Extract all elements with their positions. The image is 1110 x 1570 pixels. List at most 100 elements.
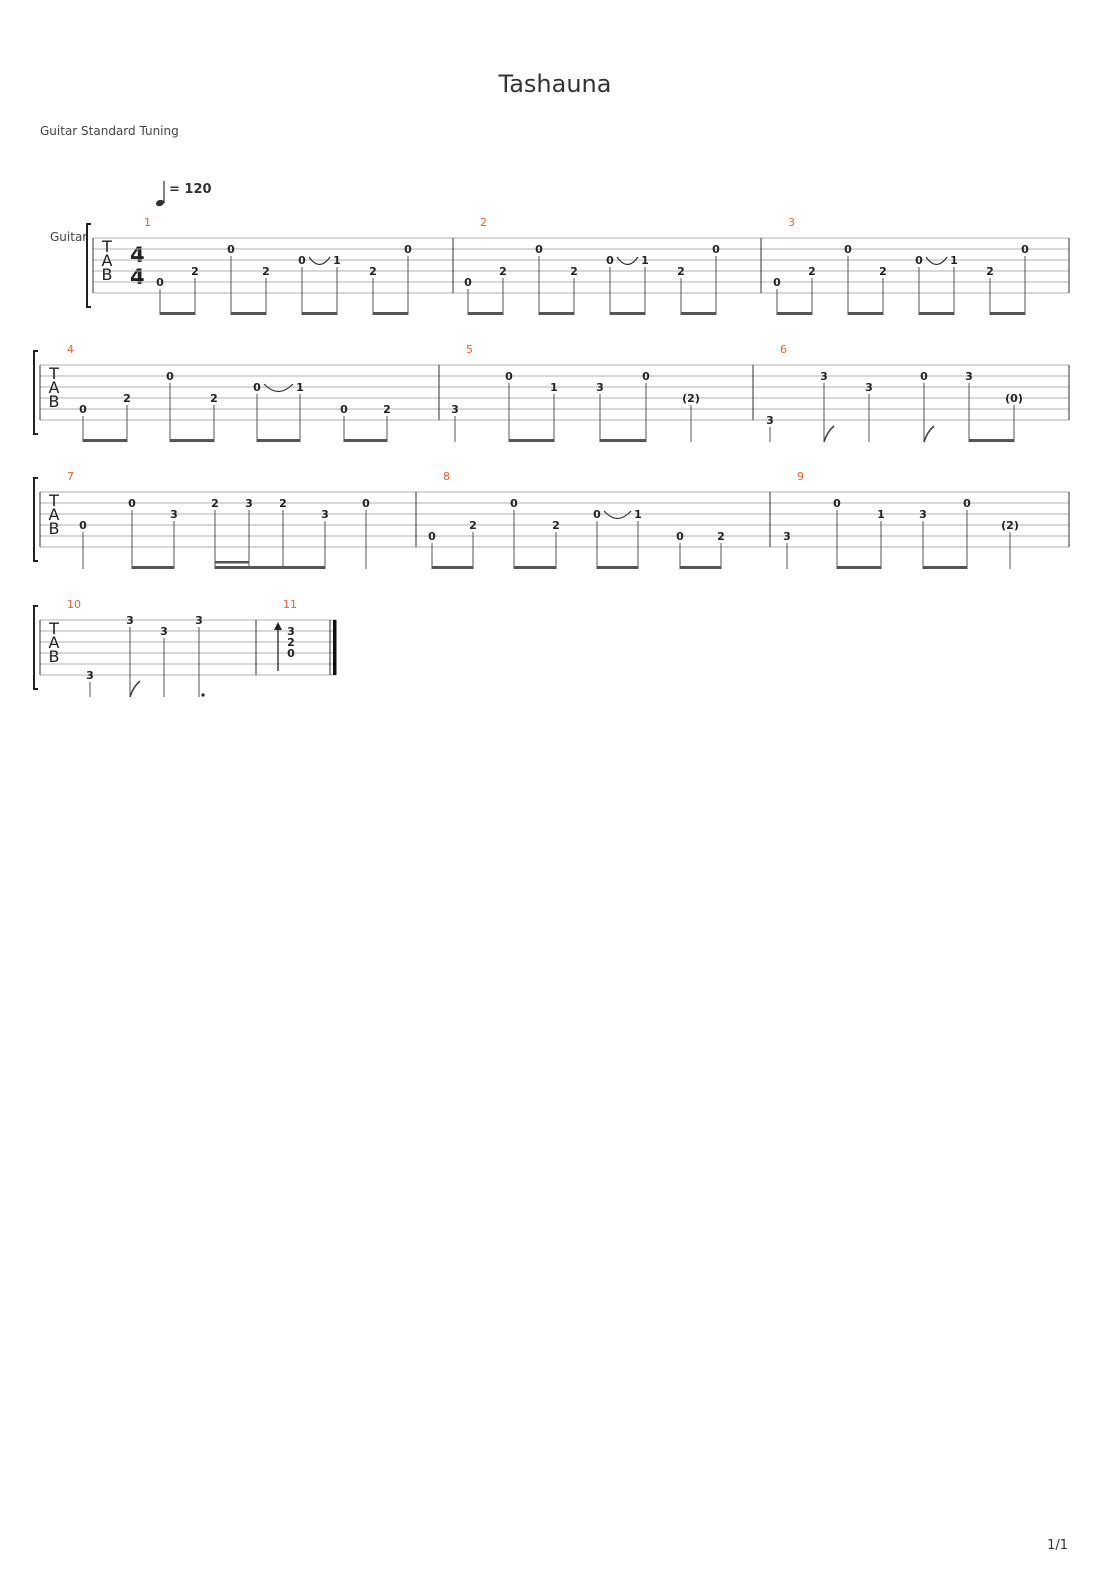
fret-number: 3 (126, 614, 134, 627)
beam (170, 439, 214, 442)
beam (919, 312, 954, 315)
fret-number: 0 (535, 243, 543, 256)
fret-number: 0 (642, 370, 650, 383)
beam (215, 566, 283, 569)
beam (132, 566, 174, 569)
beam (160, 312, 195, 315)
tab-clef-letter: T (48, 491, 59, 510)
fret-number: 0 (712, 243, 720, 256)
fret-number: 3 (783, 530, 791, 543)
tab-clef-letter: B (49, 519, 60, 538)
system-bracket (33, 605, 38, 690)
fret-number: 0 (156, 276, 164, 289)
note-flag (923, 425, 935, 443)
system-bracket (33, 477, 38, 562)
fret-number: 0 (362, 497, 370, 510)
measure-number: 5 (466, 343, 473, 356)
measure-number: 1 (144, 216, 151, 229)
fret-number: 0 (428, 530, 436, 543)
tempo-marking: = 120 (155, 181, 212, 207)
measure-number: 8 (443, 470, 450, 483)
page-number: 1/1 (1047, 1538, 1068, 1553)
rhythm-dot (201, 693, 205, 697)
fret-number: 3 (451, 403, 459, 416)
fret-number: 3 (195, 614, 203, 627)
fret-number: 0 (340, 403, 348, 416)
fret-number: 0 (79, 403, 87, 416)
tab-clef-letter: T (101, 237, 112, 256)
beam (680, 566, 721, 569)
fret-number: 2 (808, 265, 816, 278)
fret-number: 0 (253, 381, 261, 394)
measure-number: 4 (67, 343, 74, 356)
beam (777, 312, 812, 315)
measure-number: 3 (788, 216, 795, 229)
fret-number: 2 (552, 519, 560, 532)
beam-sixteenth (215, 561, 249, 564)
fret-number: 3 (245, 497, 253, 510)
beam (432, 566, 473, 569)
fret-number: 0 (298, 254, 306, 267)
final-barline-thick (333, 620, 337, 675)
fret-number: 1 (877, 508, 885, 521)
fret-number: 0 (128, 497, 136, 510)
fret-number: 0 (1021, 243, 1029, 256)
beam (509, 439, 554, 442)
fret-number: 3 (287, 625, 295, 638)
fret-number: 2 (287, 636, 295, 649)
measure-number: 10 (67, 598, 81, 611)
beam (83, 439, 127, 442)
fret-number: 3 (965, 370, 973, 383)
beam (468, 312, 503, 315)
fret-number: 2 (717, 530, 725, 543)
fret-number: 3 (766, 414, 774, 427)
fret-number: 1 (641, 254, 649, 267)
tab-clef-letter: A (49, 505, 60, 524)
fret-number: 0 (227, 243, 235, 256)
fret-number: 1 (634, 508, 642, 521)
beam (514, 566, 556, 569)
fret-number: 1 (550, 381, 558, 394)
tempo-label: = 120 (169, 182, 212, 197)
system-bracket (33, 350, 38, 435)
tie-arc (603, 510, 632, 520)
beam (257, 439, 300, 442)
fret-number: 2 (262, 265, 270, 278)
strum-arrow-head (274, 622, 282, 630)
fret-number: 3 (321, 508, 329, 521)
fret-number: 2 (677, 265, 685, 278)
fret-number: 0 (166, 370, 174, 383)
fret-number: (0) (1005, 392, 1023, 405)
fret-number: 0 (404, 243, 412, 256)
tuning-label: Guitar Standard Tuning (40, 124, 179, 138)
beam (283, 566, 325, 569)
fret-number: 1 (333, 254, 341, 267)
fret-number: 1 (950, 254, 958, 267)
fret-number: 2 (123, 392, 131, 405)
tab-clef-letter: B (102, 265, 113, 284)
tab-clef-letter: B (49, 647, 60, 666)
fret-number: (2) (682, 392, 700, 405)
note-flag (129, 680, 141, 698)
fret-number: 0 (773, 276, 781, 289)
time-signature-denominator: 4 (130, 265, 145, 289)
tab-clef-letter: B (49, 392, 60, 411)
fret-number: 0 (844, 243, 852, 256)
tie-arc (616, 256, 639, 266)
beam (302, 312, 337, 315)
tab-clef-letter: A (49, 633, 60, 652)
measure-number: 7 (67, 470, 74, 483)
beam (539, 312, 574, 315)
fret-number: 3 (170, 508, 178, 521)
fret-number: 3 (596, 381, 604, 394)
fret-number: 0 (915, 254, 923, 267)
fret-number: (2) (1001, 519, 1019, 532)
measure-number: 6 (780, 343, 787, 356)
fret-number: 0 (464, 276, 472, 289)
beam (231, 312, 266, 315)
fret-number: 2 (211, 497, 219, 510)
beam (681, 312, 716, 315)
measure-number: 2 (480, 216, 487, 229)
tab-clef-letter: A (49, 378, 60, 397)
tab-clef-letter: A (102, 251, 113, 270)
